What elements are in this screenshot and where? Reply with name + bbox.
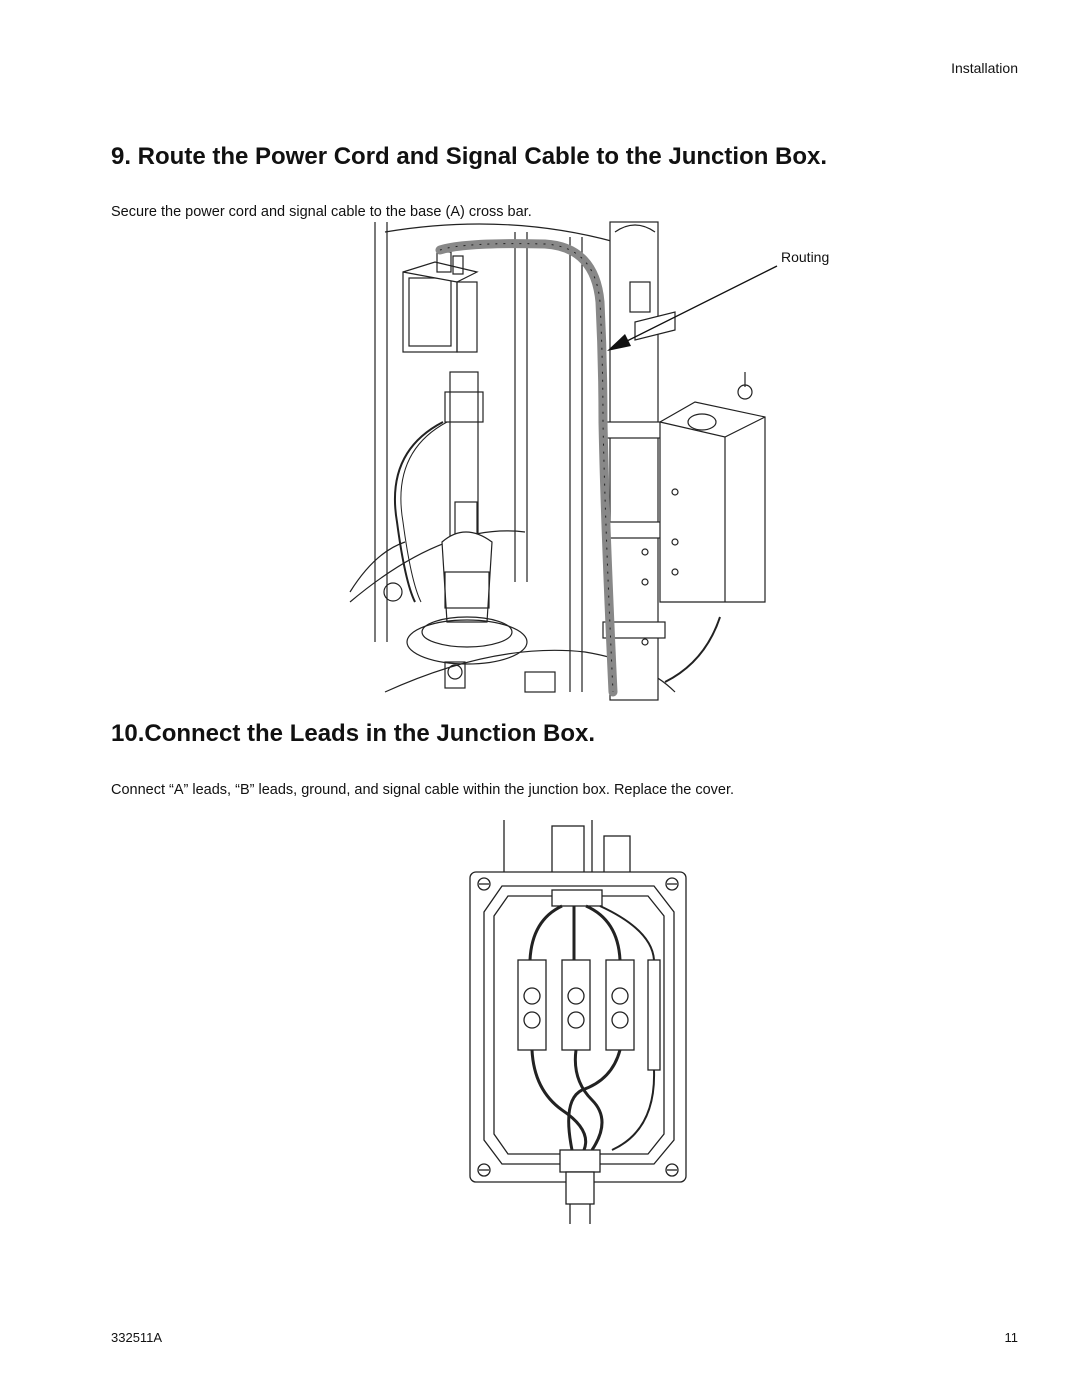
step-9-instruction: Secure the power cord and signal cable t… xyxy=(111,204,532,220)
routing-illustration xyxy=(349,221,778,701)
step-10-instruction: Connect “A” leads, “B” leads, ground, an… xyxy=(111,782,735,798)
step-10-heading: 10.Connect the Leads in the Junction Box… xyxy=(111,720,596,747)
junction-box-wiring-illustration xyxy=(469,820,687,1224)
routing-arrow-icon xyxy=(607,265,778,351)
footer-page-number: 11 xyxy=(1004,1330,1019,1345)
footer-document-number: 332511A xyxy=(111,1330,163,1345)
running-header-section: Installation xyxy=(951,60,1018,76)
step-9-heading: 9. Route the Power Cord and Signal Cable… xyxy=(111,143,828,170)
routing-callout-label: Routing xyxy=(781,249,830,265)
